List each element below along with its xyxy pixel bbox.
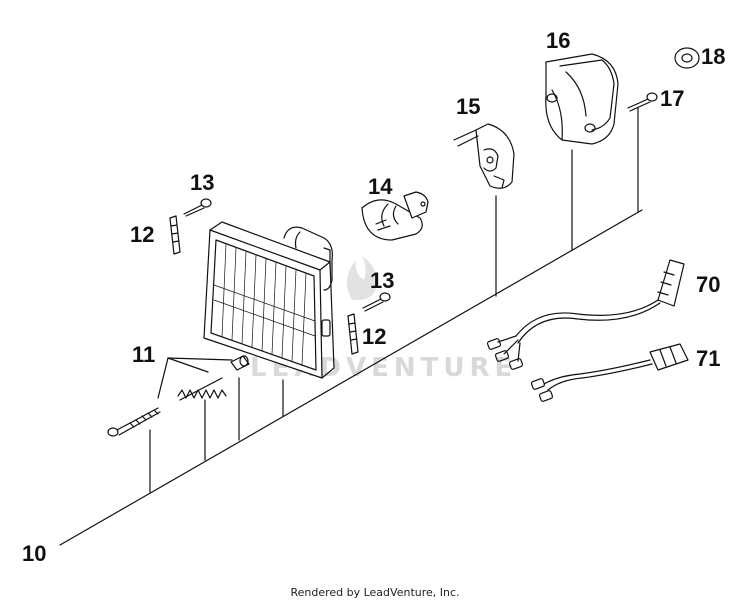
bulb — [361, 191, 429, 241]
callout-12-upper: 12 — [130, 222, 154, 247]
callout-17: 17 — [660, 86, 684, 111]
baseline — [59, 209, 643, 546]
callout-13-lower: 13 — [370, 268, 394, 293]
housing-screw — [627, 92, 658, 112]
grommet — [674, 47, 700, 69]
callout-14: 14 — [368, 174, 393, 199]
screw-lower — [362, 292, 391, 312]
adjusting-screw — [107, 407, 161, 437]
callout-71: 71 — [696, 346, 720, 371]
wire-lead-71 — [530, 343, 689, 402]
wire-harness-70 — [486, 259, 685, 370]
screw-upper — [183, 198, 212, 217]
adjuster-nut — [230, 355, 250, 371]
callout-10: 10 — [22, 541, 46, 566]
socket-bracket — [453, 123, 515, 189]
callout-12-lower: 12 — [362, 324, 386, 349]
spring — [177, 377, 227, 401]
rear-housing — [545, 53, 619, 145]
lens-ribs — [213, 243, 316, 366]
callout-16: 16 — [546, 28, 570, 53]
headlight-assembly — [203, 221, 335, 379]
callout-13-upper: 13 — [190, 170, 214, 195]
leader-11-a — [157, 357, 169, 399]
callout-11: 11 — [132, 342, 155, 367]
clip-lower — [347, 313, 359, 355]
leader-lines — [59, 107, 643, 546]
callout-15: 15 — [456, 94, 480, 119]
leader-11-c — [167, 357, 233, 361]
footer-credit: Rendered by LeadVenture, Inc. — [290, 586, 460, 599]
callout-70: 70 — [696, 272, 720, 297]
callout-18: 18 — [701, 44, 725, 69]
clip-upper — [169, 215, 181, 255]
callouts: 10 11 12 12 13 13 14 15 16 17 18 70 71 — [22, 28, 725, 566]
leader-11-b — [167, 357, 209, 373]
